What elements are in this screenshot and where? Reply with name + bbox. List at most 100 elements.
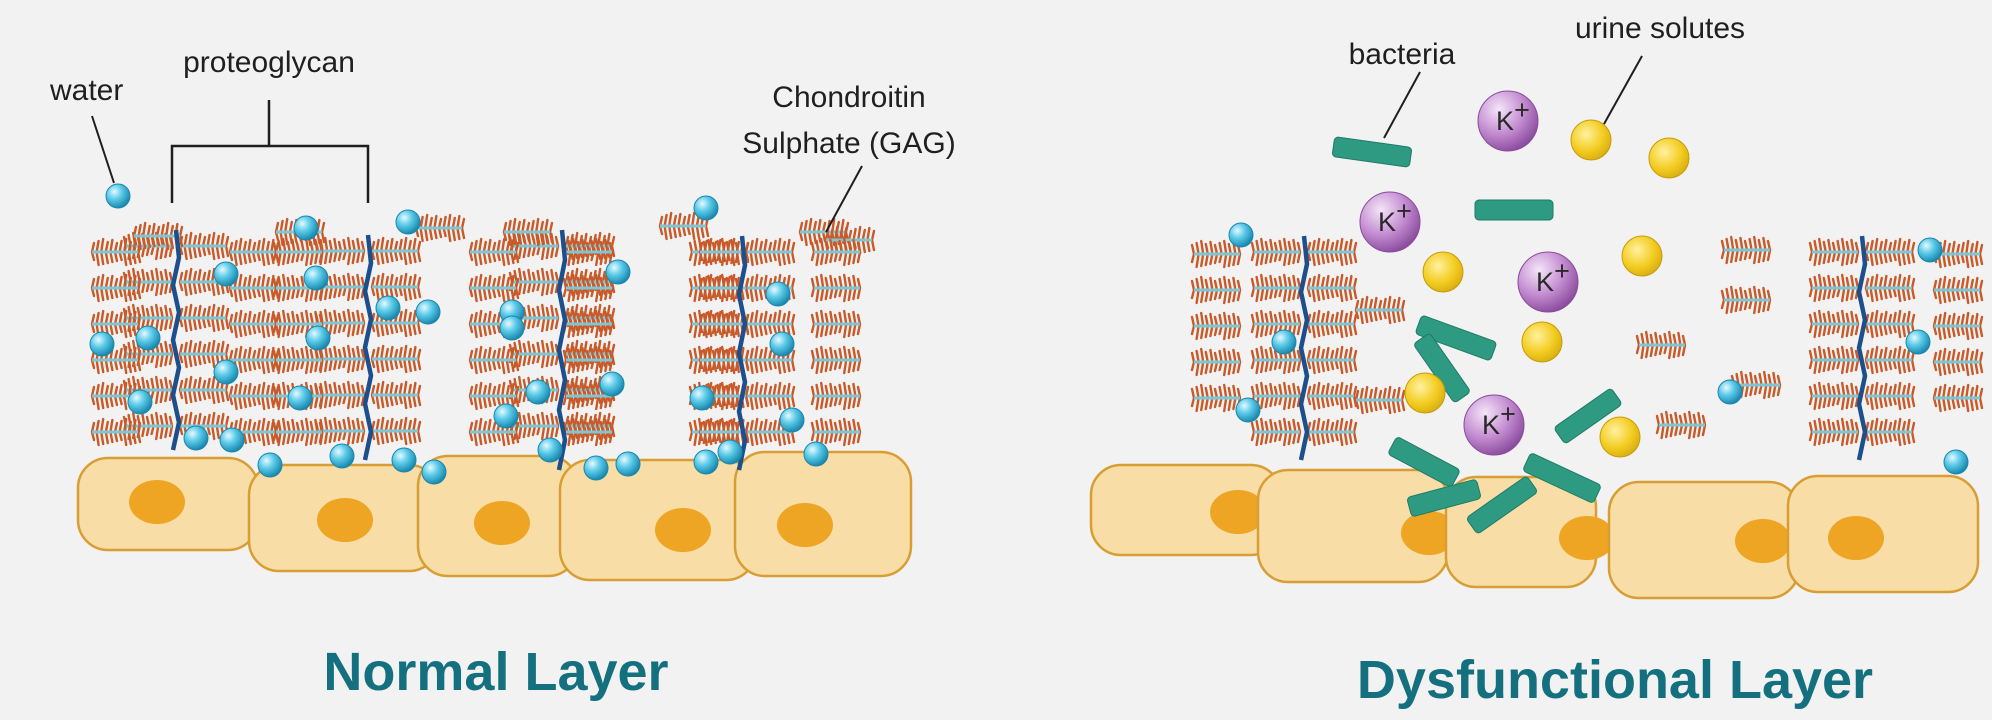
- water-molecule-icon: [1944, 450, 1968, 474]
- urine-solute-icon: [1649, 138, 1689, 178]
- water-molecule-icon: [804, 442, 828, 466]
- water-molecule-icon: [184, 426, 208, 450]
- normal-layer-title: Normal Layer: [323, 642, 668, 702]
- epithelial-cell: [1258, 470, 1457, 582]
- gag-chain: [1308, 275, 1356, 301]
- gag-chain: [1308, 347, 1356, 373]
- water-molecule-icon: [1918, 238, 1942, 262]
- gag-chain: [1810, 419, 1858, 445]
- water-molecule-icon: [136, 326, 160, 350]
- water-molecule-icon: [422, 460, 446, 484]
- water-molecule-icon: [1718, 380, 1742, 404]
- gag-chain: [92, 419, 140, 445]
- potassium-ion-charge: +: [1514, 95, 1530, 125]
- gag-chain: [1252, 239, 1300, 265]
- potassium-ion-charge: +: [1554, 256, 1570, 286]
- gag-chain: [1192, 241, 1240, 267]
- gag-chain: [230, 383, 278, 409]
- gag-chain: [1934, 313, 1982, 339]
- gag-chain: [1637, 332, 1685, 358]
- gag-chain: [274, 347, 322, 373]
- gag-chain: [372, 382, 420, 408]
- gag-chain: [1722, 237, 1770, 263]
- core-protein: [173, 230, 179, 450]
- water-molecule-icon: [376, 296, 400, 320]
- gag-chain: [1934, 385, 1982, 411]
- water-molecule-icon: [694, 450, 718, 474]
- cell-nucleus: [777, 503, 833, 547]
- proteoglycan-bracket: [172, 100, 368, 203]
- bacteria-label: bacteria: [1349, 38, 1456, 71]
- epithelial-cell: [78, 458, 258, 550]
- urine-solute-icon: [1622, 236, 1662, 276]
- gag-chain: [1308, 383, 1356, 409]
- gag-chain: [372, 238, 420, 264]
- urine-solute-icon: [1405, 373, 1445, 413]
- water-molecule-icon: [718, 440, 742, 464]
- water-molecule-icon: [538, 438, 562, 462]
- water-molecule-icon: [1236, 398, 1260, 422]
- potassium-ion-icon: K+: [1464, 395, 1524, 455]
- urine-solutes-label: urine solutes: [1575, 12, 1745, 45]
- potassium-ion-label: K: [1482, 410, 1500, 440]
- potassium-ion-icon: K+: [1518, 252, 1578, 312]
- potassium-ion-charge: +: [1500, 399, 1516, 429]
- water-pointer: [92, 116, 114, 183]
- chondroitin-label-line2: Sulphate (GAG): [742, 127, 955, 160]
- water-molecule-icon: [690, 386, 714, 410]
- gag-chain: [180, 305, 228, 331]
- water-molecule-icon: [306, 326, 330, 350]
- gag-chain: [416, 215, 464, 241]
- gag-chain: [1866, 347, 1914, 373]
- water-molecule-icon: [694, 196, 718, 220]
- gag-chain: [1252, 419, 1300, 445]
- water-label: water: [49, 74, 123, 107]
- gag-chain: [746, 239, 794, 265]
- water-molecule-icon: [500, 316, 524, 340]
- gag-chain: [1934, 277, 1982, 303]
- gag-chain: [372, 418, 420, 444]
- epithelial-cell: [735, 452, 911, 576]
- water-molecule-icon: [526, 380, 550, 404]
- bacteria-icon: [1332, 137, 1412, 168]
- gag-chain: [1657, 412, 1705, 438]
- cell-nucleus: [474, 501, 530, 545]
- gag-chain: [1810, 311, 1858, 337]
- cell-nucleus: [1559, 516, 1615, 560]
- potassium-ion-charge: +: [1396, 196, 1412, 226]
- chondroitin-label-line1: Chondroitin: [772, 81, 925, 114]
- cell-nucleus: [129, 480, 185, 524]
- gag-chain: [1192, 385, 1240, 411]
- gag-chain: [316, 418, 364, 444]
- water-molecule-icon: [392, 448, 416, 472]
- gag-chain: [1866, 275, 1914, 301]
- dysfunctional-layer-title: Dysfunctional Layer: [1357, 650, 1873, 710]
- potassium-ion-label: K: [1536, 267, 1554, 297]
- cell-nucleus: [1828, 516, 1884, 560]
- gag-chain: [1866, 383, 1914, 409]
- cell-nucleus: [655, 508, 711, 552]
- water-molecule-icon: [220, 428, 244, 452]
- gag-chain: [1192, 349, 1240, 375]
- water-molecule-icon: [214, 360, 238, 384]
- gag-chain: [274, 419, 322, 445]
- epithelial-cell: [249, 465, 439, 571]
- water-molecule-icon: [330, 444, 354, 468]
- gag-chain: [812, 419, 860, 445]
- gag-chain: [1810, 347, 1858, 373]
- gag-chain: [316, 382, 364, 408]
- water-molecule-icon: [1272, 330, 1296, 354]
- gag-chain: [812, 383, 860, 409]
- bacteria-icon: [1475, 200, 1553, 220]
- gag-chain: [812, 275, 860, 301]
- gag-chain: [372, 274, 420, 300]
- urine-solute-icon: [1600, 417, 1640, 457]
- water-molecule-icon: [294, 216, 318, 240]
- gag-chain: [316, 346, 364, 372]
- gag-chain: [1192, 313, 1240, 339]
- gag-chain: [372, 346, 420, 372]
- gag-chain: [812, 347, 860, 373]
- water-molecule-icon: [770, 332, 794, 356]
- cell-nucleus: [1735, 519, 1791, 563]
